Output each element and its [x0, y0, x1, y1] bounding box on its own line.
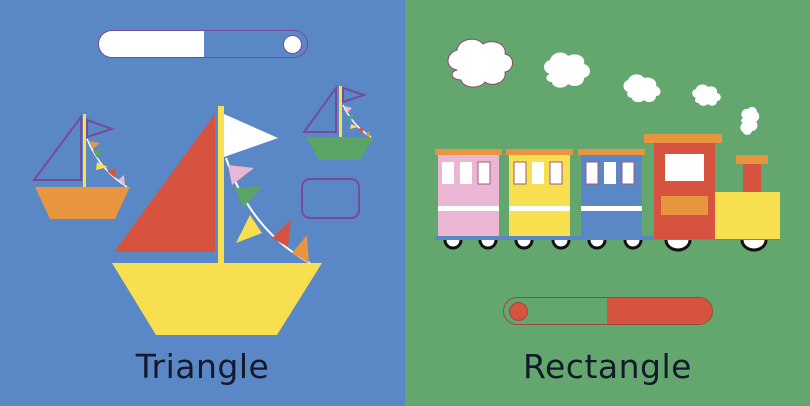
train-wheels: [443, 239, 768, 252]
triangle-slider[interactable]: [98, 30, 308, 58]
steam-icon: [740, 106, 760, 135]
rectangle-slot[interactable]: [301, 178, 360, 219]
train-car-blue: [578, 149, 645, 236]
slider-knob[interactable]: [283, 35, 302, 54]
small-boat-green: [302, 84, 374, 160]
boats-illustration: [32, 84, 374, 335]
cloud-icon: [692, 84, 721, 106]
cloud-icon: [623, 74, 661, 103]
slider-fill: [607, 298, 712, 324]
slider-knob[interactable]: [509, 302, 528, 321]
train-engine: [644, 134, 780, 239]
cloud-outline[interactable]: [447, 38, 513, 88]
triangle-label: Triangle: [135, 347, 270, 386]
right-page-rectangle: Rectangle: [405, 0, 810, 406]
train-car-pink: [435, 149, 502, 236]
train-car-yellow: [506, 149, 573, 236]
slider-fill: [99, 31, 204, 57]
train-illustration: [435, 38, 780, 252]
big-boat: [112, 106, 322, 335]
small-boat-outline[interactable]: [32, 113, 130, 219]
cloud-icon: [544, 52, 590, 88]
rectangle-label: Rectangle: [523, 347, 692, 386]
left-page-triangle: Triangle: [0, 0, 405, 406]
rectangle-slider[interactable]: [503, 297, 713, 325]
